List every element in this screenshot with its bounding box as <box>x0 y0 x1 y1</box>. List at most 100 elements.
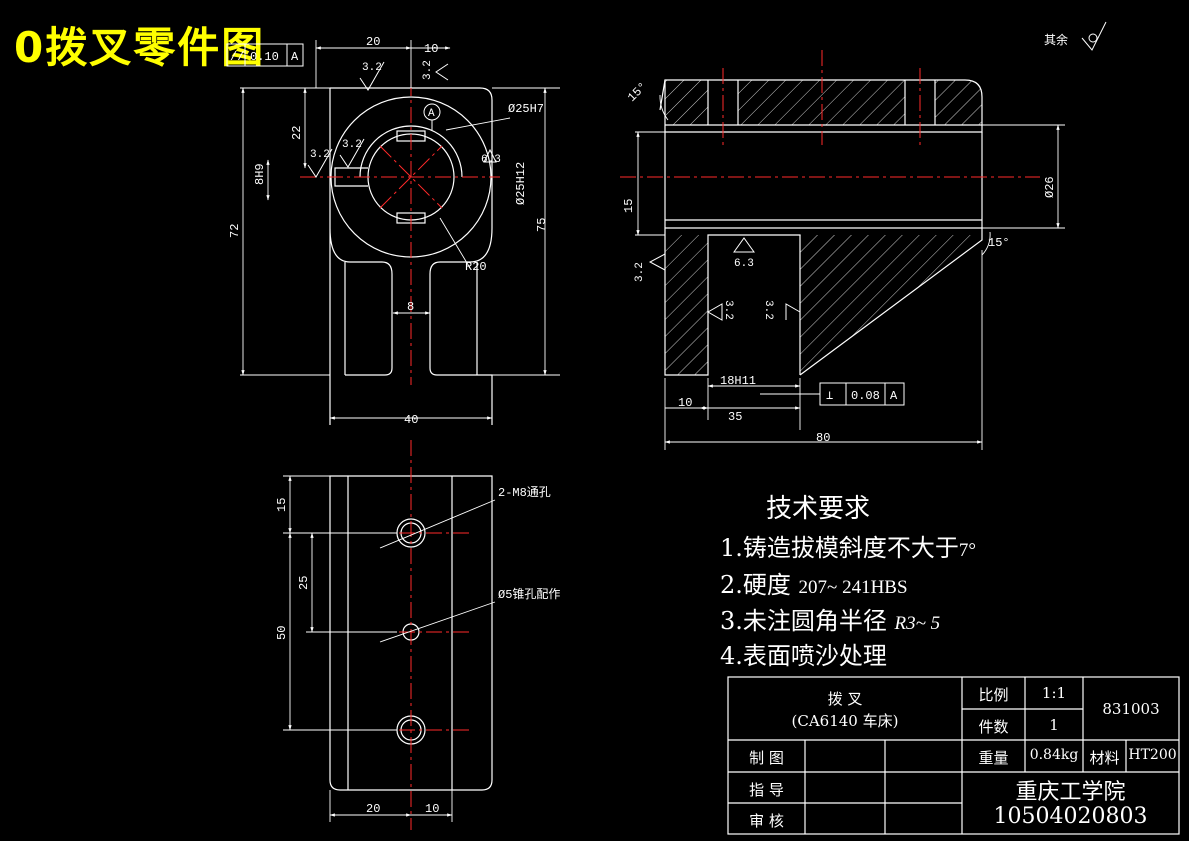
section-body-hatch <box>665 235 982 375</box>
tech-item-4-text: 表面喷沙处理 <box>742 642 887 670</box>
section-centerlines <box>620 50 1040 178</box>
tech-item-1-text: 铸造拔模斜度不大于 <box>742 534 959 562</box>
tolerance-frame-top <box>226 43 304 67</box>
dim-75: 75 <box>535 218 549 232</box>
roughness-32-c: 3.2 <box>310 149 330 161</box>
dim-8: 8 <box>407 300 414 314</box>
section-dim-text: 15 Ø26 18H11 10 35 80 15° 15° <box>622 80 1057 445</box>
front-dim-text: 20 10 72 75 22 8H9 8 40 R20 Ø25H7 Ø25H12 <box>228 35 549 427</box>
roughness-32-d: 3.2 <box>422 60 434 80</box>
page-title: 0拨叉零件图 <box>14 23 266 72</box>
tech-item-3-prefix: 3. <box>720 607 743 635</box>
dim-20-top: 20 <box>366 35 380 49</box>
dim-dia25h12: Ø25H12 <box>514 162 528 205</box>
bottom-dim-text: 15 25 50 20 10 2-M8通孔 Ø5锥孔配作 <box>275 485 560 816</box>
tb-drawing-no: 831003 <box>1102 700 1160 718</box>
tb-scale: 1:1 <box>1041 684 1067 702</box>
hole-m8-label: 2-M8通孔 <box>498 485 551 500</box>
tech-item-1: 1.铸造拔模斜度不大于7° <box>720 528 976 563</box>
dim-35: 35 <box>728 410 742 424</box>
title-block <box>727 676 1180 835</box>
tol-top-datum: A <box>291 50 299 64</box>
dim-dia25h7: Ø25H7 <box>508 102 544 116</box>
tolerance-top-text: // 0.10 A <box>230 50 299 64</box>
datum-a-front <box>423 103 441 130</box>
tolerance-frame-perp <box>819 382 905 406</box>
tb-count-label: 件数 <box>978 718 1009 736</box>
dim-72: 72 <box>228 224 242 238</box>
front-dimensions <box>240 40 560 420</box>
tech-item-1-prefix: 1. <box>720 534 743 562</box>
roughness-32-f: 3.2 <box>722 300 734 320</box>
tb-weight: 0.84kg <box>1029 747 1079 763</box>
datum-a-front-label: A <box>428 108 435 120</box>
tb-student-id: 10504020803 <box>993 804 1148 829</box>
section-top-hatch <box>665 80 982 125</box>
tech-item-4: 4.表面喷沙处理 <box>720 636 887 671</box>
tech-item-3: 3.未注圆角半径 R3~ 5 <box>720 601 940 636</box>
dim-22: 22 <box>290 126 304 140</box>
roughness-marks-section <box>648 237 801 321</box>
dim-15-section: 15 <box>622 199 636 213</box>
tb-review-label: 审 核 <box>749 812 784 830</box>
bottom-outline <box>329 475 493 791</box>
tech-item-2-text: 硬度 <box>742 571 791 599</box>
roughness-32-e: 3.2 <box>634 262 646 282</box>
tb-scale-label: 比例 <box>978 686 1009 704</box>
tol-perp-datum: A <box>890 389 898 403</box>
bottom-dimensions <box>283 475 496 822</box>
dim-15deg-bottom: 15° <box>988 236 1010 250</box>
roughness-32-b: 3.2 <box>342 139 362 151</box>
dim-8h9: 8H9 <box>253 163 267 185</box>
tol-top-symbol: // <box>230 50 244 64</box>
dim-10-bottom: 10 <box>425 802 439 816</box>
roughness-63-front: 6.3 <box>481 154 501 166</box>
tb-school: 重庆工学院 <box>1015 780 1126 805</box>
tech-item-2: 2.硬度 207~ 241HBS <box>720 565 908 600</box>
dim-15deg-top: 15° <box>625 80 650 105</box>
tol-perp-symbol: ⊥ <box>826 389 833 403</box>
dim-40: 40 <box>404 413 418 427</box>
tech-item-3-text: 未注圆角半径 <box>742 607 887 635</box>
tech-requirements-title: 技术要求 <box>766 494 871 524</box>
tb-guide-label: 指 导 <box>749 781 784 799</box>
tol-top-value: 0.10 <box>250 50 279 64</box>
dim-15-bottom: 15 <box>275 498 289 512</box>
section-view <box>659 79 983 376</box>
tolerance-perp-text: ⊥ 0.08 A <box>826 389 898 403</box>
roughness-32-g: 3.2 <box>762 300 774 320</box>
section-dimensions <box>635 94 1065 450</box>
front-centerlines <box>300 80 500 385</box>
tech-item-2-suffix: 207~ 241HBS <box>798 577 908 598</box>
hole-taper-label: Ø5锥孔配作 <box>498 587 560 602</box>
bottom-centerlines <box>372 440 470 830</box>
tb-part-name: 拨 叉 <box>827 690 863 708</box>
front-inner-lines <box>344 262 478 375</box>
dim-80: 80 <box>816 431 830 445</box>
surface-note-symbol <box>1081 21 1107 51</box>
tb-material: HT200 <box>1128 747 1177 763</box>
roughness-text-section: 6.3 3.2 3.2 3.2 <box>634 258 774 320</box>
dim-10-section: 10 <box>678 396 692 410</box>
tb-material-label: 材料 <box>1089 749 1120 767</box>
roughness-32-a: 3.2 <box>362 62 382 74</box>
surface-note-label: 其余 <box>1044 32 1068 48</box>
dim-20-bottom: 20 <box>366 802 380 816</box>
tech-item-1-suffix: 7° <box>958 540 977 561</box>
tech-item-3-suffix: R3~ 5 <box>894 613 941 634</box>
roughness-marks-front <box>307 61 497 178</box>
dim-25: 25 <box>297 576 311 590</box>
dim-18h11: 18H11 <box>720 374 756 388</box>
tol-perp-value: 0.08 <box>851 389 880 403</box>
tb-machine: (CA6140 车床) <box>791 712 899 730</box>
tb-drawn-label: 制 图 <box>749 749 784 767</box>
dim-50: 50 <box>275 626 289 640</box>
tb-weight-label: 重量 <box>978 749 1009 767</box>
dim-10-top: 10 <box>424 42 438 56</box>
front-outline <box>329 87 493 425</box>
tech-item-2-prefix: 2. <box>720 571 743 599</box>
tech-item-4-prefix: 4. <box>720 642 743 670</box>
dim-dia26: Ø26 <box>1043 176 1057 198</box>
roughness-63-section: 6.3 <box>734 258 754 270</box>
